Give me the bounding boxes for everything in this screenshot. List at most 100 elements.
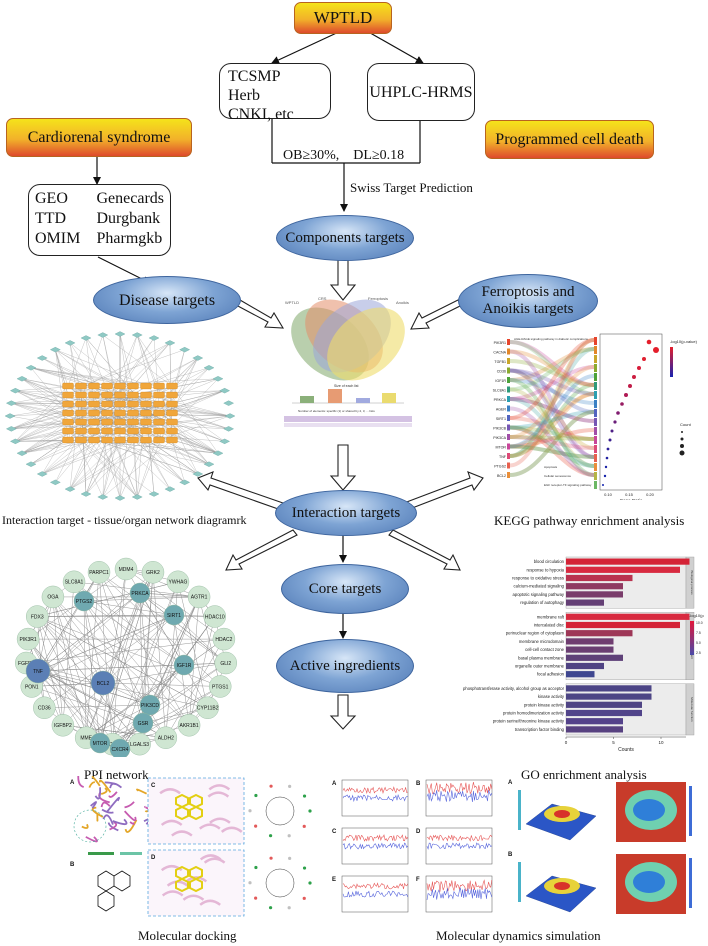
kegg-flow [509, 444, 595, 459]
network-edge [15, 385, 134, 442]
ppi-edge [99, 568, 127, 744]
kegg-gene-label: IGF1R [495, 379, 506, 383]
kegg-dot [608, 438, 612, 442]
kegg-pathway-bar [594, 427, 597, 435]
kegg-gene-bar [507, 462, 510, 469]
ppi-node-label: CXCR4 [112, 747, 129, 753]
docking-ribbon [100, 787, 108, 795]
network-edge [85, 439, 121, 495]
docking-ribbon [91, 806, 104, 818]
network-edge [93, 394, 138, 498]
ppi-node-label: PIK3R1 [19, 637, 36, 643]
target-node [153, 391, 165, 399]
go-term-label: organelle outer membrane [515, 664, 565, 669]
kegg-flow [509, 368, 595, 396]
ferroptosis-anoikis-node: Ferroptosis and Anoikis targets [458, 274, 598, 328]
kegg-gene-label: PIK3CA [493, 436, 506, 440]
network-edge [93, 337, 155, 423]
network-edge [21, 378, 69, 414]
network-edge [93, 412, 121, 499]
kegg-pathway-bar [594, 391, 597, 399]
core-targets-label: Core targets [308, 580, 382, 597]
components-targets-node: Components targets [276, 215, 414, 261]
ppi-edge [188, 616, 216, 726]
target-node [101, 436, 113, 444]
kegg-flow [509, 349, 595, 459]
kegg-flow [509, 425, 595, 477]
ferroptosis-line2: Anoikis targets [482, 301, 574, 317]
db-omim: OMIM [35, 230, 81, 247]
go-term-label: blood circulation [534, 559, 565, 564]
tissue-node [114, 495, 126, 501]
ppi-node-label: PTGS1 [212, 684, 229, 690]
kegg-count-dot [680, 437, 684, 441]
ppi-node [129, 582, 151, 604]
go-term-label: kinase activity [538, 694, 565, 699]
target-node [140, 400, 152, 408]
go-x-tick-label: 5 [612, 740, 615, 745]
network-edge [69, 421, 108, 490]
go-term-label: regulation of autophagy [520, 600, 565, 605]
ppi-edge [139, 592, 151, 706]
go-term-label: intercalated disc [534, 623, 564, 628]
ppi-edge [98, 572, 221, 687]
kegg-flow [509, 397, 595, 423]
go-group-label: Molecular function [690, 697, 694, 722]
ppi-edge [27, 638, 87, 738]
network-edge [119, 439, 147, 499]
kegg-dot [628, 384, 632, 388]
go-bar [566, 621, 680, 629]
ppi-node [87, 561, 111, 584]
kegg-gene-bar [507, 367, 510, 374]
network-edge [11, 385, 134, 429]
go-enrichment-chart: Biological processCellular componentMole… [463, 556, 704, 753]
ppi-edge [102, 682, 221, 687]
kegg-xlabel: Gene.Ratio [620, 498, 643, 500]
target-node [127, 427, 139, 435]
kegg-flow [509, 397, 595, 423]
venn-bar-title: Size of each list [334, 384, 359, 388]
ppi-node [209, 675, 232, 698]
docking-pose-ribbon [171, 830, 193, 837]
network-edge [15, 439, 69, 442]
ppi-node-label: MDM4 [119, 567, 134, 573]
docking-2d-residue [308, 809, 312, 813]
target-node [166, 400, 178, 408]
tissue-node [179, 479, 190, 486]
network-edge [102, 334, 173, 387]
ppi-edge [85, 572, 100, 738]
tissue-node [131, 494, 143, 500]
docking-ribbon [109, 782, 123, 789]
go-group-strip [685, 556, 695, 609]
ppi-node-label: YWHAG [169, 580, 188, 586]
md-2d-basin-inner [633, 871, 665, 893]
network-edge [171, 412, 229, 429]
ppi-edge [26, 596, 54, 664]
ppi-edge [37, 616, 140, 745]
target-node [75, 436, 87, 444]
md-fel-label: B [508, 852, 513, 858]
docking-2d-residue [269, 856, 273, 860]
go-term-label: protein kinase activity [524, 702, 565, 707]
ppi-node [177, 714, 201, 737]
docking-ribbon [100, 801, 111, 808]
ppi-edge [177, 581, 208, 708]
docking-2d-residue [254, 896, 258, 900]
ppi-edge [99, 662, 226, 744]
kegg-pathway-bar [594, 436, 597, 444]
target-node [166, 391, 178, 399]
md-trace [342, 890, 409, 898]
tissue-node [25, 461, 37, 467]
kegg-gene-label: PRKCA [494, 398, 507, 402]
tissue-node [25, 365, 37, 371]
network-edge [158, 403, 229, 429]
kegg-dot [605, 456, 609, 460]
ppi-edge [98, 572, 144, 724]
network-edge [15, 390, 82, 423]
docking-2d-residue [288, 784, 292, 788]
ppi-edge [27, 638, 101, 744]
kegg-pathway-bar [594, 355, 597, 363]
go-term-label: focal adhesion [537, 672, 565, 677]
docking-2d-residue [302, 824, 306, 828]
network-edge [145, 403, 229, 429]
